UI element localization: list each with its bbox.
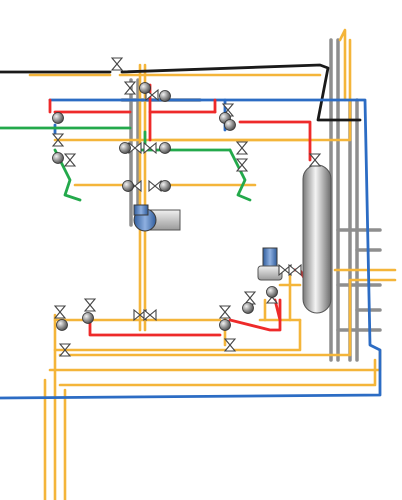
valve-icon[interactable] xyxy=(84,298,96,312)
control-valve-icon[interactable] xyxy=(139,82,151,94)
control-valve-icon[interactable] xyxy=(224,119,236,131)
valve-icon[interactable] xyxy=(143,142,157,154)
valve-icon[interactable] xyxy=(111,57,123,71)
red-pipe-network xyxy=(48,83,312,337)
red-pipe xyxy=(238,120,312,162)
control-valve-icon[interactable] xyxy=(52,112,64,124)
control-valve-icon[interactable] xyxy=(219,319,231,331)
control-valve-icon[interactable] xyxy=(56,319,68,331)
control-valve-icon[interactable] xyxy=(119,142,131,154)
valve-icon[interactable] xyxy=(219,305,231,319)
yellow-pipe xyxy=(53,318,302,500)
yellow-pipe-network xyxy=(28,28,397,500)
yellow-pipe xyxy=(338,28,347,102)
steel-structure xyxy=(120,38,382,362)
pump-casing xyxy=(257,265,283,281)
control-valve-set xyxy=(52,82,278,331)
yellow-pipe xyxy=(58,358,377,387)
vessel-body xyxy=(302,164,332,314)
control-valve-icon[interactable] xyxy=(52,152,64,164)
black-pipe xyxy=(120,63,362,122)
red-pipe xyxy=(88,318,222,337)
valve-icon[interactable] xyxy=(224,338,236,352)
pump-base xyxy=(133,204,149,216)
green-pipe xyxy=(228,148,252,202)
black-pipe-network xyxy=(0,63,362,122)
control-valve-icon[interactable] xyxy=(242,302,254,314)
centrifugal-pump-main[interactable] xyxy=(133,204,181,232)
yellow-pipe xyxy=(153,38,352,142)
control-valve-icon[interactable] xyxy=(159,142,171,154)
valve-icon[interactable] xyxy=(124,81,136,95)
blue-pipe xyxy=(0,98,382,400)
control-valve-icon[interactable] xyxy=(122,180,134,192)
control-valve-icon[interactable] xyxy=(82,312,94,324)
valve-icon[interactable] xyxy=(309,153,321,167)
valve-icon[interactable] xyxy=(244,291,256,305)
valve-icon[interactable] xyxy=(236,141,248,155)
valve-icon[interactable] xyxy=(143,309,157,321)
centrifugal-pump-right[interactable] xyxy=(257,247,283,281)
control-valve-icon[interactable] xyxy=(159,90,171,102)
valve-icon[interactable] xyxy=(288,264,302,276)
green-pipe xyxy=(53,148,82,202)
valve-icon[interactable] xyxy=(54,305,66,319)
vertical-vessel[interactable] xyxy=(302,164,332,314)
control-valve-icon[interactable] xyxy=(266,286,278,298)
control-valve-icon[interactable] xyxy=(159,180,171,192)
valve-icon[interactable] xyxy=(64,153,76,167)
yellow-pipe xyxy=(58,278,397,357)
